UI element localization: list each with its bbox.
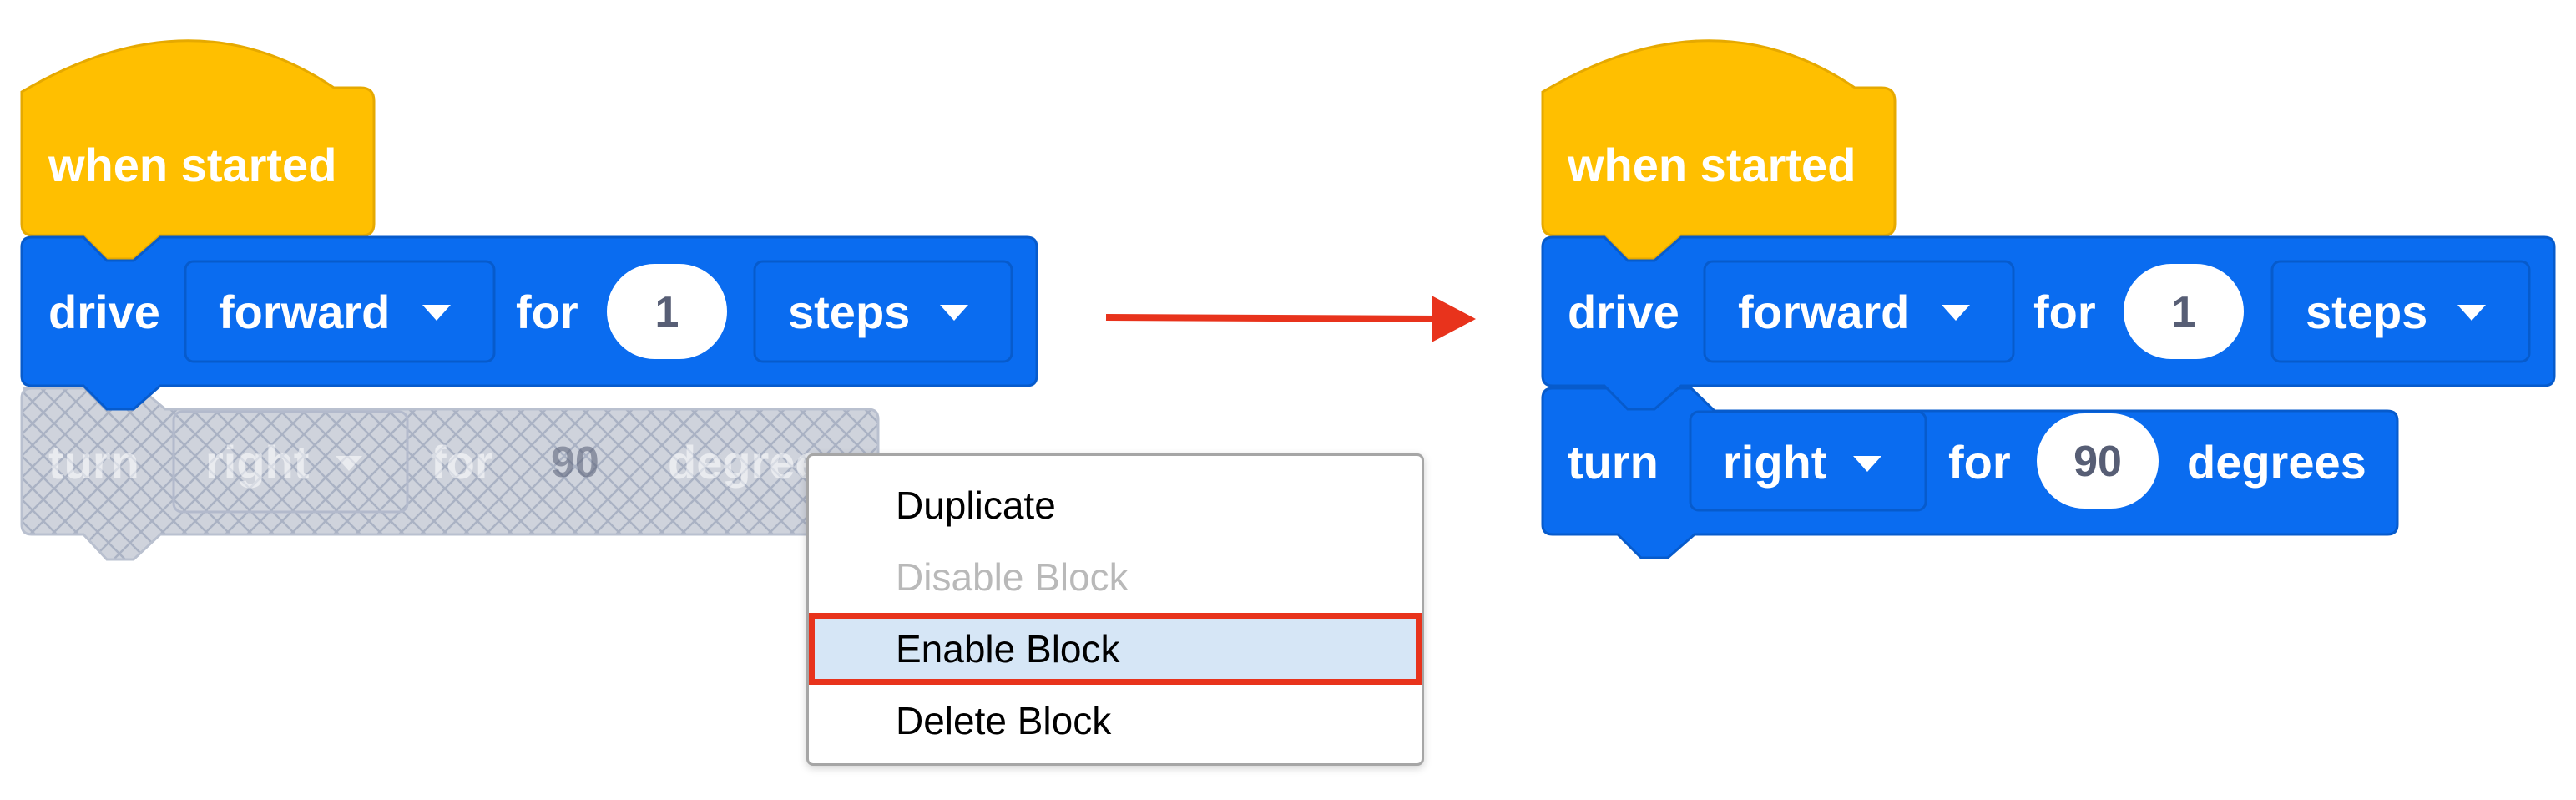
turn-direction-dropdown[interactable] <box>1689 410 1927 512</box>
caret-down-icon <box>336 456 362 471</box>
turn-amount-input[interactable] <box>2037 413 2159 509</box>
drive-label: drive <box>48 286 160 338</box>
drive-unit-dropdown[interactable] <box>753 260 1013 363</box>
drive-block[interactable]: drive forward for 1 steps <box>20 235 1038 411</box>
drive-amount-input[interactable] <box>607 264 727 359</box>
caret-down-icon <box>2457 305 2486 321</box>
drive-label: drive <box>1568 286 1679 338</box>
drive-direction-dropdown[interactable] <box>184 260 496 363</box>
menu-item-delete-block[interactable]: Delete Block <box>896 699 1112 742</box>
when-started-label: when started <box>1567 139 1856 191</box>
turn-unit-label: degrees <box>2187 436 2366 489</box>
after-script: turn right for 90 degrees when started d… <box>1541 39 2556 559</box>
caret-down-icon <box>422 305 451 321</box>
turn-block-enabled[interactable]: turn right for 90 degrees <box>1541 387 2399 559</box>
drive-direction-value: forward <box>1738 286 1909 338</box>
drive-amount-input[interactable] <box>2124 264 2244 359</box>
context-menu: Duplicate Disable Block Enable Block Del… <box>806 453 1424 766</box>
when-started-hat-block[interactable]: when started <box>20 39 376 261</box>
menu-item-duplicate[interactable]: Duplicate <box>896 484 1056 527</box>
turn-direction-value: right <box>1723 436 1826 489</box>
drive-direction-dropdown[interactable] <box>1703 260 2015 363</box>
turn-for-label: for <box>1948 436 2011 489</box>
turn-direction-value: right <box>205 436 309 489</box>
turn-label: turn <box>48 436 139 489</box>
arrow-right-icon <box>1105 296 1476 342</box>
caret-down-icon <box>1853 456 1881 472</box>
drive-direction-value: forward <box>219 286 390 338</box>
caret-down-icon <box>940 305 968 321</box>
turn-label: turn <box>1568 436 1659 489</box>
turn-for-label: for <box>431 436 493 489</box>
drive-for-label: for <box>2033 286 2096 338</box>
turn-block-disabled[interactable]: turn right for 90 degrees <box>20 387 880 561</box>
drive-for-label: for <box>516 286 578 338</box>
before-script: turn right for 90 degrees when started d… <box>20 39 1038 561</box>
turn-amount-value[interactable]: 90 <box>551 438 599 487</box>
drive-amount-value: 1 <box>2172 288 2196 337</box>
drive-block[interactable]: drive forward for 1 steps <box>1541 235 2556 411</box>
when-started-label: when started <box>48 139 336 191</box>
drive-unit-dropdown[interactable] <box>2270 260 2531 363</box>
menu-item-enable-block[interactable]: Enable Block <box>809 613 1422 685</box>
menu-item-disable-block: Disable Block <box>896 555 1129 599</box>
turn-amount-value: 90 <box>2073 438 2122 486</box>
when-started-hat-block[interactable]: when started <box>1541 39 1897 261</box>
drive-unit-value: steps <box>788 286 910 338</box>
caret-down-icon <box>1942 305 1970 321</box>
turn-direction-dropdown[interactable] <box>172 410 409 514</box>
drive-amount-value: 1 <box>655 288 679 337</box>
drive-unit-value: steps <box>2306 286 2427 338</box>
